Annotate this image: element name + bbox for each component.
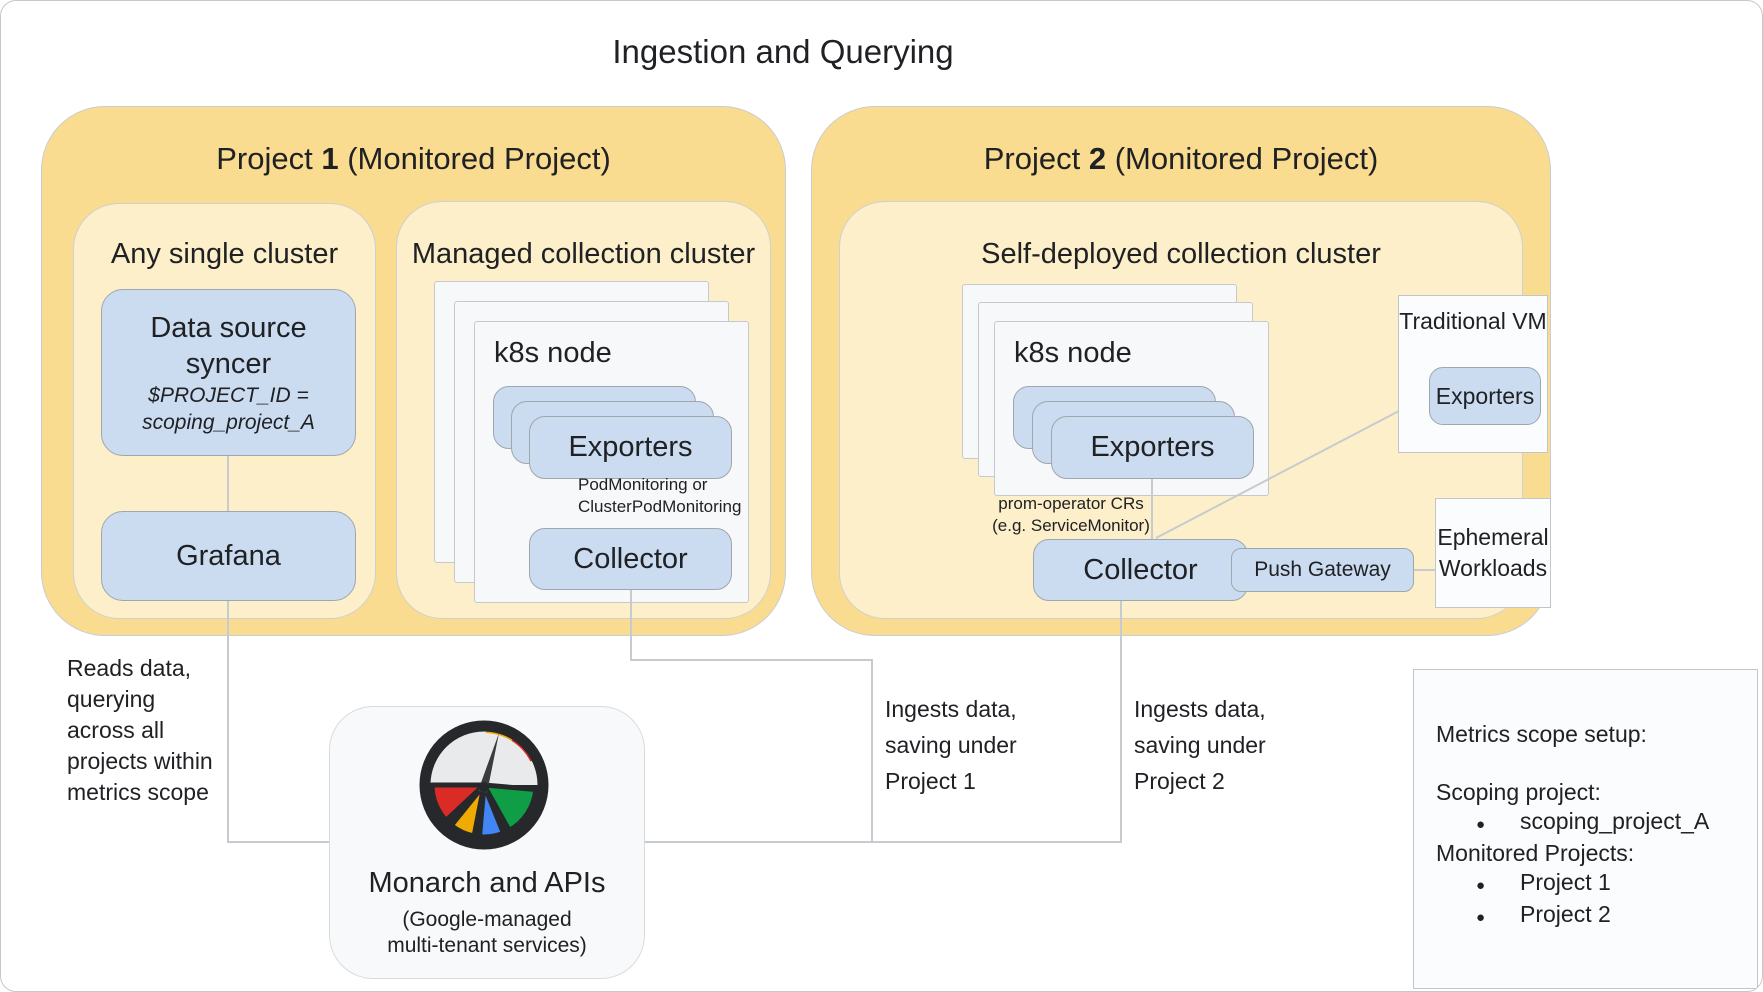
ephemeral-line1: Ephemeral <box>1437 524 1549 550</box>
connector-collector1-down2 <box>871 659 873 842</box>
exporters-box-front-p2: Exporters <box>1051 416 1254 479</box>
push-gateway-box: Push Gateway <box>1231 548 1414 592</box>
monarch-title: Monarch and APIs <box>368 867 606 899</box>
ingest-p2-annotation: Ingests data, saving under Project 2 <box>1134 691 1266 799</box>
ingest-p2-line: Project 2 <box>1134 768 1225 794</box>
syncer-param-line1: $PROJECT_ID = <box>148 383 309 407</box>
collector-box-p2: Collector <box>1033 539 1248 601</box>
reads-line: across all <box>67 717 165 743</box>
project2-header: Project 2 (Monitored Project) <box>811 141 1551 177</box>
prom-operator-note-line2: (e.g. ServiceMonitor) <box>992 516 1150 535</box>
monarch-subtitle: (Google-managed multi-tenant services) <box>329 907 645 959</box>
monarch-subtitle-line1: (Google-managed <box>402 908 572 931</box>
connector-pushgateway-to-ephemeral <box>1414 569 1435 571</box>
connector-grafana-to-monarch <box>227 841 330 843</box>
ingest-p2-line: saving under <box>1134 732 1266 758</box>
metrics-scope-box: Metrics scope setup: Scoping project: ● … <box>1413 669 1758 989</box>
collector-box-p1: Collector <box>529 528 732 590</box>
monarch-subtitle-line2: multi-tenant services) <box>387 934 587 957</box>
exporters-box-front-p1: Exporters <box>529 416 732 479</box>
syncer-label-line2: syncer <box>185 347 272 380</box>
connector-syncer-to-grafana <box>227 456 229 511</box>
ephemeral-line2: Workloads <box>1438 555 1548 581</box>
vm-exporters-box: Exporters <box>1429 367 1541 425</box>
any-single-cluster-title: Any single cluster <box>110 238 339 270</box>
project1-qualifier: (Monitored Project) <box>347 141 611 176</box>
reads-line: querying <box>67 686 156 712</box>
ingest-p1-annotation: Ingests data, saving under Project 1 <box>885 691 1017 799</box>
monitored-project-item-2: ● Project 2 <box>1436 900 1747 932</box>
k8s-node-label-p1: k8s node <box>494 337 612 369</box>
bullet-icon: ● <box>1476 816 1486 833</box>
managed-cluster-title: Managed collection cluster <box>411 238 756 270</box>
monitored-project-2: Project 2 <box>1520 901 1611 927</box>
project2-qualifier: (Monitored Project) <box>1114 141 1379 176</box>
ingest-p1-line: Project 1 <box>885 768 976 794</box>
k8s-node-label-p2: k8s node <box>1014 337 1132 369</box>
gauge-icon <box>419 720 549 850</box>
connector-collector1-down <box>630 590 632 660</box>
grafana-box: Grafana <box>101 511 356 601</box>
prom-operator-note-line1: prom-operator CRs <box>998 494 1144 513</box>
ingest-p2-line: Ingests data, <box>1134 696 1266 722</box>
monitored-project-1: Project 1 <box>1520 869 1611 895</box>
connector-exporters2-to-collector2 <box>1151 479 1153 539</box>
ephemeral-workloads-box: Ephemeral Workloads <box>1435 498 1551 608</box>
syncer-param-line2: scoping_project_A <box>142 410 315 434</box>
scoping-project-item: ● scoping_project_A <box>1436 807 1747 839</box>
project1-name: Project <box>216 141 313 176</box>
connector-monarch-to-collector2 <box>644 841 1122 843</box>
syncer-label-line1: Data source <box>150 311 307 344</box>
scoping-project-label: Scoping project: <box>1436 779 1601 805</box>
monitored-projects-label: Monitored Projects: <box>1436 840 1635 866</box>
traditional-vm-title: Traditional VM <box>1399 308 1547 334</box>
connector-collector2-down <box>1120 601 1122 842</box>
pod-monitoring-note-line1: PodMonitoring or <box>578 475 708 494</box>
pod-monitoring-note-line2: ClusterPodMonitoring <box>578 497 742 516</box>
project2-name: Project <box>983 141 1081 176</box>
prom-operator-note: prom-operator CRs (e.g. ServiceMonitor) <box>951 493 1191 537</box>
monitored-project-item-1: ● Project 1 <box>1436 868 1747 900</box>
diagram-title: Ingestion and Querying <box>612 33 954 70</box>
reads-data-annotation: Reads data, querying across all projects… <box>67 653 213 808</box>
data-source-syncer-box: Data source syncer $PROJECT_ID = scoping… <box>101 289 356 456</box>
ingest-p1-line: saving under <box>885 732 1017 758</box>
metrics-scope-spacer <box>1436 749 1747 778</box>
project1-number: 1 <box>321 141 339 176</box>
project2-number: 2 <box>1088 141 1107 176</box>
scoping-project-value: scoping_project_A <box>1520 808 1710 834</box>
ingest-p1-line: Ingests data, <box>885 696 1017 722</box>
pod-monitoring-note: PodMonitoring or ClusterPodMonitoring <box>578 474 741 518</box>
metrics-scope-title: Metrics scope setup: <box>1436 721 1647 747</box>
connector-collector1-jog <box>630 659 873 661</box>
connector-grafana-down <box>227 601 229 842</box>
bullet-icon: ● <box>1476 877 1486 894</box>
self-deployed-cluster-title: Self-deployed collection cluster <box>981 238 1381 270</box>
reads-line: Reads data, <box>67 655 192 681</box>
reads-line: projects within <box>67 748 213 774</box>
project1-header: Project 1 (Monitored Project) <box>41 141 786 177</box>
bullet-icon: ● <box>1476 909 1486 926</box>
reads-line: metrics scope <box>67 779 209 805</box>
